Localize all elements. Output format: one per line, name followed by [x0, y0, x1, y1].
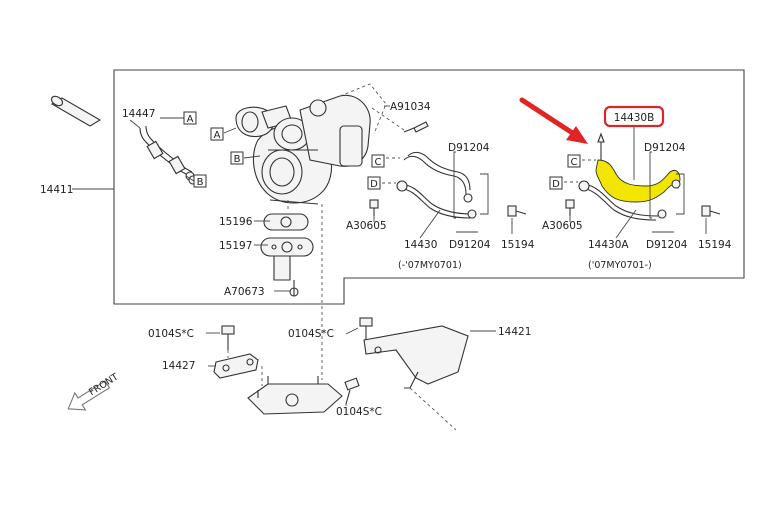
label-d91204-left-bot: D91204	[449, 239, 491, 251]
svg-text:A: A	[214, 130, 221, 141]
turbocharger[interactable]	[235, 83, 387, 205]
gasket-15197[interactable]	[260, 237, 314, 257]
svg-text:B: B	[197, 177, 204, 188]
leader-14447	[129, 119, 141, 129]
label-15197: 15197	[219, 240, 252, 252]
oil-pipe-14430a[interactable]	[578, 180, 667, 221]
oil-pipe-14430b-highlighted[interactable]	[595, 132, 681, 203]
label-d91204-left-top: D91204	[448, 142, 490, 154]
leader-14430	[419, 209, 441, 239]
oil-return-pipe[interactable]	[273, 255, 299, 297]
label-0104sc-3: 0104S*C	[336, 406, 382, 418]
bracket-14421[interactable]	[363, 325, 469, 389]
bolt-a30605-right[interactable]	[565, 199, 575, 216]
svg-text:D: D	[552, 179, 560, 190]
leader-b1	[185, 175, 195, 182]
ref-marker-a-turbo: A	[210, 127, 224, 141]
bolt-a30605-left[interactable]	[369, 199, 379, 216]
label-15194-left: 15194	[501, 239, 535, 251]
bracket-14427[interactable]	[213, 353, 259, 379]
label-0104sc-1: 0104S*C	[148, 328, 194, 340]
bracket-d91204-r-right	[676, 173, 685, 215]
label-0104sc-2: 0104S*C	[288, 328, 334, 340]
assembly-frame	[113, 69, 745, 305]
label-14430: 14430	[404, 239, 437, 251]
label-model-year-left: (-'07MY0701)	[398, 260, 462, 271]
mount-plate[interactable]	[247, 376, 343, 415]
label-a30605-right: A30605	[542, 220, 583, 232]
label-front: FRONT	[87, 372, 121, 399]
ref-marker-c-right: C	[567, 154, 581, 168]
bracket-d91204-l-right	[480, 173, 489, 215]
label-14411: 14411	[40, 184, 73, 196]
dash-a91034	[371, 107, 405, 131]
part-number-highlight-box[interactable]	[603, 105, 665, 128]
ref-marker-a-hose: A	[183, 111, 197, 125]
stud-a91034[interactable]	[403, 121, 429, 133]
svg-text:B: B	[234, 154, 241, 165]
label-d91204-right-bot: D91204	[646, 239, 688, 251]
svg-text:A: A	[187, 114, 194, 125]
leader-0104-2	[345, 327, 359, 335]
label-14430b[interactable]: 14430B	[614, 112, 655, 124]
bolt-15194-left[interactable]	[507, 205, 527, 217]
ref-marker-b-hose: B	[193, 174, 207, 188]
bracket-d91204-l-top	[453, 151, 456, 219]
ref-marker-d-left: D	[367, 176, 381, 190]
ref-marker-c-left: C	[371, 154, 385, 168]
label-14427: 14427	[162, 360, 195, 372]
pointer-arrow-icon	[519, 97, 588, 144]
label-a30605-left: A30605	[346, 220, 387, 232]
dash-14421	[409, 387, 457, 431]
front-arrow-icon	[67, 380, 111, 411]
bolt-0104sc-1[interactable]	[221, 325, 235, 350]
gasket-15196[interactable]	[263, 213, 309, 231]
label-15194-right: 15194	[698, 239, 732, 251]
label-14447: 14447	[122, 108, 155, 120]
ref-marker-b-turbo: B	[230, 151, 244, 165]
label-a70673: A70673	[224, 286, 265, 298]
svg-text:D: D	[370, 179, 378, 190]
leader-14430a	[615, 209, 637, 239]
bracket-d91204-r-top	[649, 151, 652, 219]
label-model-year-right: ('07MY0701-)	[588, 260, 652, 271]
label-15196: 15196	[219, 216, 253, 228]
ref-marker-d-right: D	[549, 176, 563, 190]
hose-14447[interactable]	[50, 94, 198, 185]
svg-text:C: C	[571, 157, 578, 168]
bolt-15194-right[interactable]	[701, 205, 721, 217]
oil-pipe-14430[interactable]	[396, 151, 477, 219]
leader-a2	[223, 127, 237, 134]
bolt-0104sc-3[interactable]	[344, 377, 360, 405]
label-d91204-right-top: D91204	[644, 142, 686, 154]
svg-text:C: C	[375, 157, 382, 168]
leader-b2	[243, 155, 261, 159]
label-14430a: 14430A	[588, 239, 629, 251]
label-a91034: A91034	[390, 101, 431, 113]
label-14421: 14421	[498, 326, 531, 338]
